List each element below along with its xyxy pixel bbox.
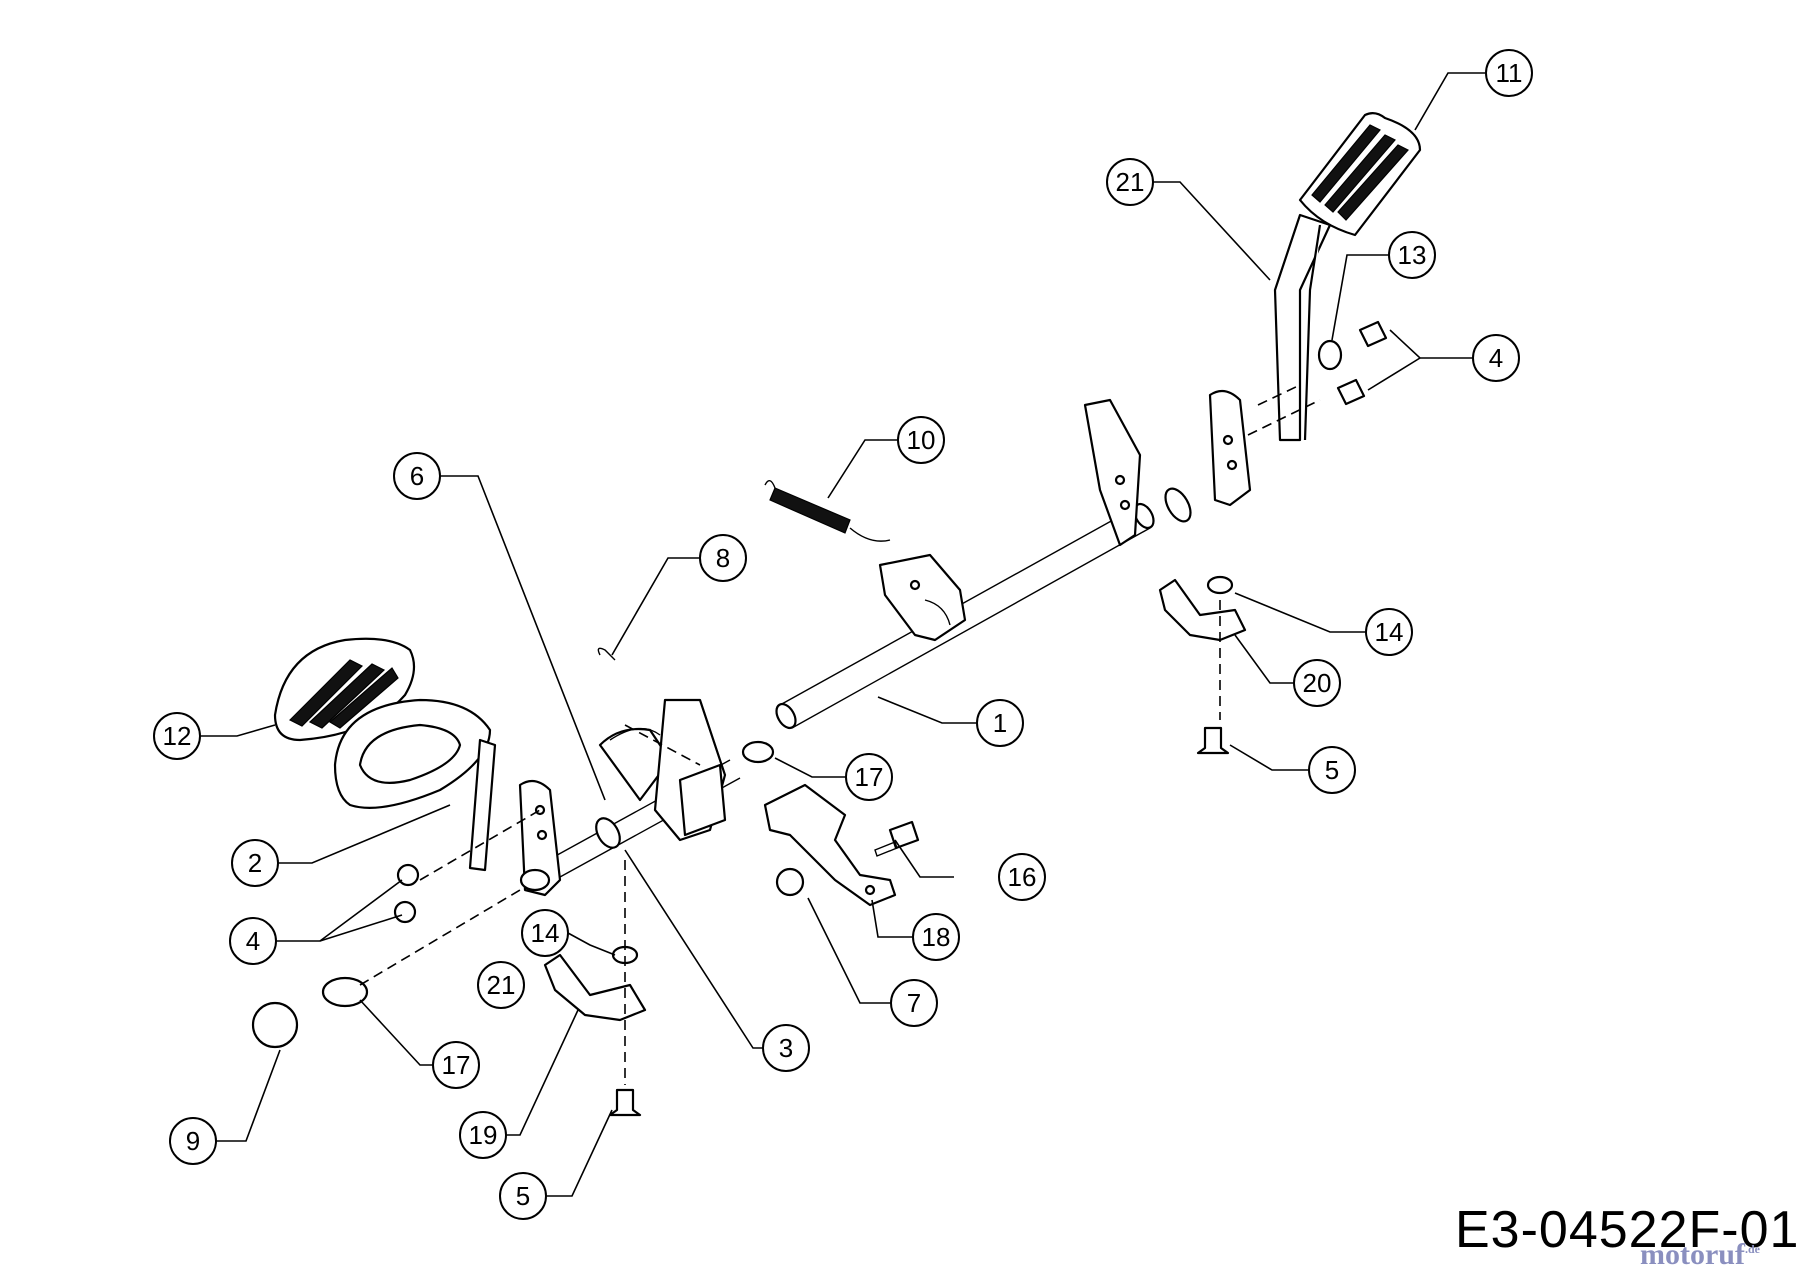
callout-label: 18: [922, 922, 951, 952]
nut-7: [775, 867, 805, 897]
callout-11: 11: [1485, 49, 1533, 97]
callout-1: 1: [976, 699, 1024, 747]
screw-5-upper: [1196, 726, 1230, 755]
bushing-upper: [741, 740, 775, 764]
callout-label: 16: [1008, 862, 1037, 892]
callout-13: 13: [1388, 231, 1436, 279]
callout-4-upper: 4: [1472, 334, 1520, 382]
leader-lines: [200, 72, 1486, 1197]
watermark-logo: motoruf.de: [1640, 1238, 1760, 1272]
clip-20: [1158, 578, 1247, 642]
callout-18: 18: [912, 913, 960, 961]
callout-5-upper: 5: [1308, 746, 1356, 794]
callout-14-upper: 14: [1365, 608, 1413, 656]
callout-label: 5: [516, 1181, 530, 1211]
clip-19: [543, 953, 647, 1022]
callout-label: 8: [716, 543, 730, 573]
callout-label: 17: [442, 1050, 471, 1080]
washer-13: [1317, 339, 1343, 371]
upper-bracket: [1083, 389, 1252, 547]
pedal-pad-11: [1298, 111, 1422, 237]
callout-label: 11: [1496, 58, 1523, 88]
callout-label: 14: [1375, 617, 1404, 647]
callout-label: 3: [779, 1033, 793, 1063]
callout-10: 10: [897, 416, 945, 464]
callout-3: 3: [762, 1024, 810, 1072]
callout-9: 9: [169, 1117, 217, 1165]
spring-10: [764, 480, 891, 542]
cap-9: [251, 1001, 299, 1049]
callout-label: 4: [1489, 343, 1503, 373]
bolt-4-lower-b: [393, 900, 417, 924]
callout-21-upper: 21: [1106, 158, 1154, 206]
slotted-plate: [878, 553, 967, 642]
callout-label: 21: [487, 970, 516, 1000]
callout-label: 6: [410, 461, 424, 491]
sector-gear-assembly: [597, 647, 727, 842]
callout-17-lower: 17: [432, 1041, 480, 1089]
left-pedal-2: [333, 698, 497, 872]
pedal-arm-21: [1273, 213, 1332, 442]
bolt-4-upper-b: [1336, 378, 1366, 406]
callout-label: 5: [1325, 755, 1339, 785]
watermark-text: motoruf: [1640, 1238, 1745, 1271]
callout-label: 17: [855, 762, 884, 792]
bolt-4-lower-a: [396, 863, 420, 887]
callout-4-lower: 4: [229, 917, 277, 965]
callout-label: 2: [248, 848, 262, 878]
bushing-lower: [321, 976, 369, 1008]
callout-16: 16: [998, 853, 1046, 901]
callout-20: 20: [1293, 659, 1341, 707]
callout-12: 12: [153, 712, 201, 760]
diagram-code: E3-04522F-01: [1455, 1201, 1800, 1259]
callout-label: 10: [907, 425, 936, 455]
callout-label: 7: [907, 988, 921, 1018]
callout-label: 1: [993, 708, 1007, 738]
parts-artwork: [251, 111, 1422, 1117]
washer-14-upper: [1206, 575, 1234, 595]
callout-label: 9: [186, 1126, 200, 1156]
callout-label: 20: [1303, 668, 1332, 698]
bolt-16: [874, 820, 920, 857]
callout-label: 19: [469, 1120, 498, 1150]
callout-5-lower: 5: [499, 1172, 547, 1220]
callout-label: 4: [246, 926, 260, 956]
callout-2: 2: [231, 839, 279, 887]
callout-6: 6: [393, 452, 441, 500]
callout-21-lower: 21: [477, 961, 525, 1009]
callout-8: 8: [699, 534, 747, 582]
callout-label: 12: [163, 721, 192, 751]
left-bracket: [518, 779, 621, 897]
callout-label: 14: [531, 918, 560, 948]
screw-5-lower: [608, 1088, 642, 1117]
bolt-4-upper-a: [1358, 320, 1388, 348]
shaft-part: [529, 502, 1155, 889]
callout-17-upper: 17: [845, 753, 893, 801]
callout-7: 7: [890, 979, 938, 1027]
latch-18: [763, 783, 897, 907]
watermark-suffix: .de: [1744, 1242, 1760, 1256]
callout-19: 19: [459, 1111, 507, 1159]
callout-14-lower: 14: [521, 909, 569, 957]
callout-label: 13: [1398, 240, 1427, 270]
callout-label: 21: [1116, 167, 1145, 197]
